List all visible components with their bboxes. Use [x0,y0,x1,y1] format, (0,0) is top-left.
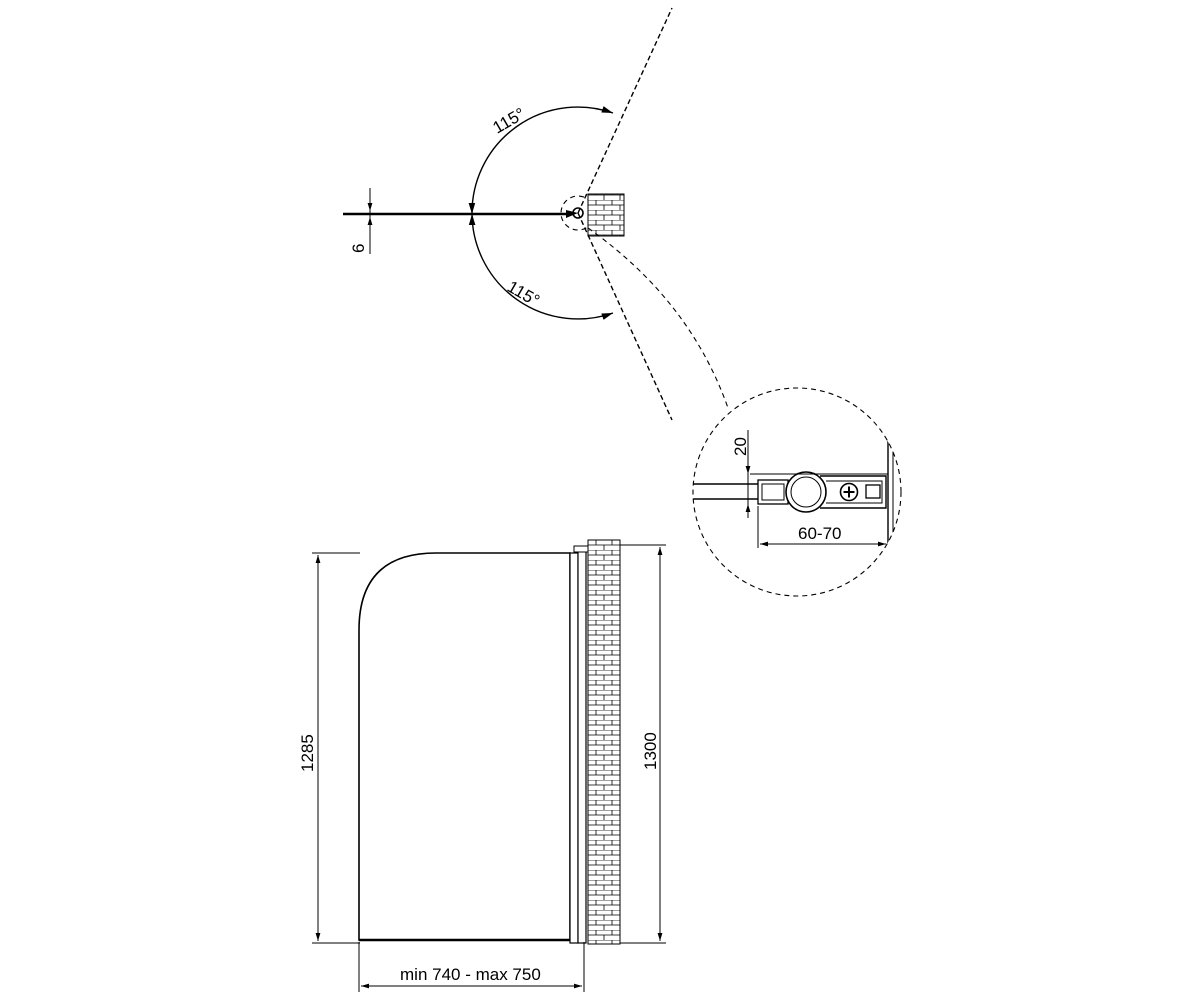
detail-circle [692,387,902,597]
glass-panel-front [358,552,571,941]
wall-block-plan [587,193,625,237]
range-label: 60-70 [798,524,841,543]
swing-arc-top [468,106,614,215]
brick-wall-front [587,539,621,945]
panel-height-label: 1285 [298,734,317,772]
panel-open-up [577,7,673,214]
angle-bottom-label: 115° [504,277,543,310]
swing-arc-bottom [468,213,614,320]
thickness-label: 6 [349,244,368,253]
wall-profile [569,552,579,944]
width-label: min 740 - max 750 [400,965,541,984]
height-label: 20 [731,437,750,456]
detail-view: 20 60-70 [692,387,902,597]
panel-open-down [577,212,673,421]
front-view: 1285 1300 min 740 - max 750 [298,539,666,992]
plan-view: 115° 115° 6 [343,7,729,421]
total-height-label: 1300 [641,732,660,770]
detail-leader [587,227,729,409]
